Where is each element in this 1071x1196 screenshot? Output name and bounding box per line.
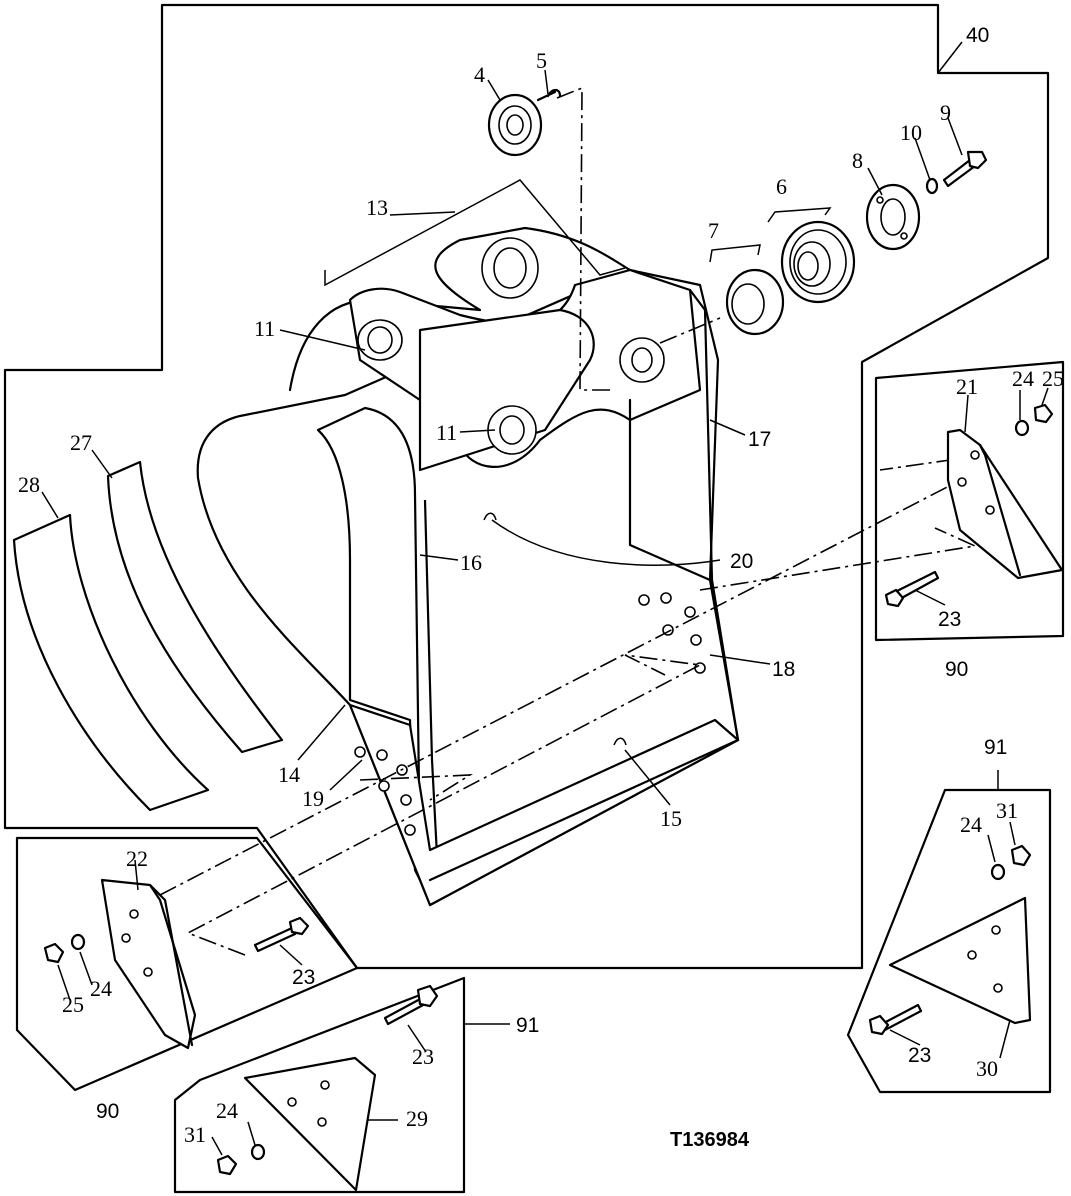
callout-24-bottom: 24 <box>216 1098 238 1123</box>
callout-11-upper: 11 <box>254 316 275 341</box>
callout-91-right: 91 <box>984 736 1007 759</box>
callout-19: 19 <box>302 786 324 811</box>
callout-15: 15 <box>660 806 682 831</box>
leader-lines <box>57 69 1049 1156</box>
callout-10: 10 <box>900 120 922 145</box>
callout-21: 21 <box>956 374 978 399</box>
wear-strip-28 <box>12 513 210 812</box>
callout-29: 29 <box>406 1106 428 1131</box>
callout-9: 9 <box>940 100 951 125</box>
callout-24-right: 24 <box>960 812 982 837</box>
callout-25-upper-right: 25 <box>1042 366 1064 391</box>
side-cutter-30 <box>888 896 1032 1025</box>
callout-31-bottom: 31 <box>184 1122 206 1147</box>
callout-24-left: 24 <box>90 976 112 1001</box>
lockwasher-10 <box>925 177 939 195</box>
callout-14: 14 <box>278 762 300 787</box>
callout-40: 40 <box>966 24 989 47</box>
side-cutter-22 <box>100 878 197 1050</box>
box-91-right <box>846 788 1052 1094</box>
callout-20: 20 <box>730 550 753 573</box>
callout-23-left: 23 <box>292 966 315 989</box>
callout-13: 13 <box>366 195 388 220</box>
callout-27: 27 <box>70 430 92 455</box>
callout-16: 16 <box>460 550 482 575</box>
callout-25-left: 25 <box>62 992 84 1017</box>
callout-18: 18 <box>772 658 795 681</box>
box-90-right <box>874 360 1065 642</box>
callout-7: 7 <box>708 218 719 243</box>
figure-id: T136984 <box>670 1129 750 1151</box>
box-90-left <box>15 836 359 1092</box>
callout-23-bottom: 23 <box>412 1044 434 1069</box>
callout-90-left: 90 <box>96 1100 119 1123</box>
side-cutter-21 <box>946 428 1064 580</box>
callout-22: 22 <box>126 846 148 871</box>
side-cutter-29 <box>243 1056 377 1192</box>
cutting-edge-15 <box>348 703 740 907</box>
callout-11-lower: 11 <box>436 420 457 445</box>
side-plate-17 <box>688 288 740 742</box>
callout-30: 30 <box>976 1056 998 1081</box>
callout-28: 28 <box>18 472 40 497</box>
callout-6: 6 <box>776 174 787 199</box>
callout-23-right: 23 <box>908 1044 931 1067</box>
callout-31-right: 31 <box>996 798 1018 823</box>
callout-17: 17 <box>748 428 771 451</box>
wear-strip-27 <box>106 460 284 754</box>
callout-4: 4 <box>474 62 485 87</box>
callout-91-bottom: 91 <box>516 1014 539 1037</box>
callout-8: 8 <box>852 148 863 173</box>
callout-5: 5 <box>536 48 547 73</box>
callout-90-right: 90 <box>945 658 968 681</box>
callout-24-upper-right: 24 <box>1012 366 1034 391</box>
callout-23-upper-right: 23 <box>938 608 961 631</box>
